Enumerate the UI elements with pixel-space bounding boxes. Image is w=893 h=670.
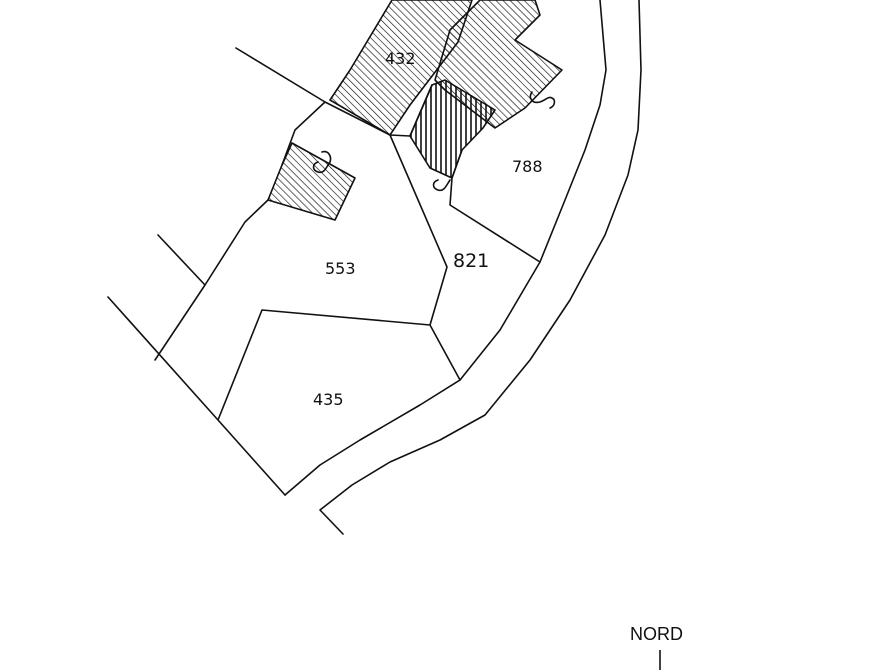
parcel-label-435: 435 bbox=[313, 390, 344, 409]
road-edge-inner bbox=[284, 0, 607, 496]
hook-mark-788 bbox=[529, 91, 556, 109]
hook-mark-553 bbox=[312, 150, 332, 174]
parcel-label-432: 432 bbox=[385, 49, 416, 68]
north-label: NORD bbox=[630, 624, 683, 644]
building-553 bbox=[267, 142, 356, 221]
parcel-label-553: 553 bbox=[325, 259, 356, 278]
parcel-label-788: 788 bbox=[512, 157, 543, 176]
parcel-boundary-lines bbox=[107, 47, 541, 496]
building-432 bbox=[329, 0, 473, 136]
road-edge-outer bbox=[319, 0, 642, 535]
parcel-label-821: 821 bbox=[453, 250, 489, 272]
hook-mark-821 bbox=[432, 179, 451, 192]
